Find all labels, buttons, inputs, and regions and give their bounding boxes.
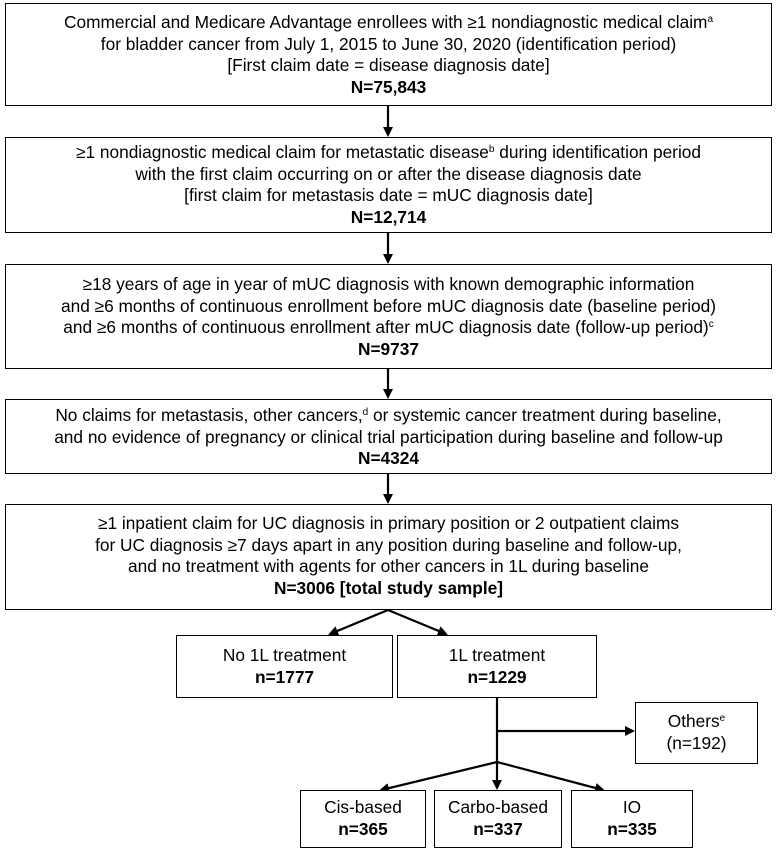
identification-line-3: [First claim date = disease diagnosis da… (227, 55, 550, 76)
identification-count: N=75,843 (350, 76, 427, 97)
io-box: IO n=335 (571, 790, 693, 848)
no-1l-treatment-box: No 1L treatment n=1777 (176, 635, 393, 698)
io-count: n=335 (607, 818, 657, 839)
enrollment-count: N=9737 (357, 338, 420, 359)
uc-diagnosis-line-2: for UC diagnosis ≥7 days apart in any po… (95, 534, 682, 555)
metastatic-line-2: with the first claim occurring on or aft… (135, 163, 642, 184)
uc-diagnosis-box: ≥1 inpatient claim for UC diagnosis in p… (5, 504, 772, 610)
cis-label: Cis-based (324, 797, 402, 817)
no-1l-label: No 1L treatment (222, 645, 347, 665)
exclusions-count: N=4324 (357, 448, 420, 469)
others-label: Otherse (667, 711, 726, 731)
cis-based-box: Cis-based n=365 (300, 790, 426, 848)
cis-count: n=365 (338, 818, 388, 839)
metastatic-box: ≥1 nondiagnostic medical claim for metas… (5, 137, 772, 233)
identification-box: Commercial and Medicare Advantage enroll… (5, 3, 772, 106)
enrollment-line-3: and ≥6 months of continuous enrollment a… (63, 317, 714, 338)
carbo-based-box: Carbo-based n=337 (434, 790, 562, 848)
1l-label: 1L treatment (448, 645, 546, 665)
arrow-io (496, 760, 605, 793)
metastatic-count: N=12,714 (350, 206, 427, 227)
arrow-5-right (387, 608, 448, 636)
metastatic-line-1: ≥1 nondiagnostic medical claim for metas… (75, 142, 702, 162)
exclusions-box: No claims for metastasis, other cancers,… (5, 399, 772, 474)
arrow-cis (379, 760, 498, 793)
uc-diagnosis-line-1: ≥1 inpatient claim for UC diagnosis in p… (98, 513, 679, 533)
identification-line-2: for bladder cancer from July 1, 2015 to … (100, 33, 677, 54)
enrollment-line-2: and ≥6 months of continuous enrollment b… (60, 295, 717, 316)
uc-diagnosis-count: N=3006 [total study sample] (273, 577, 504, 598)
exclusions-line-2: and no evidence of pregnancy or clinical… (54, 426, 723, 447)
no-1l-count: n=1777 (254, 666, 315, 687)
carbo-count: n=337 (473, 818, 523, 839)
1l-count: n=1229 (467, 666, 527, 687)
1l-treatment-box: 1L treatment n=1229 (397, 635, 597, 698)
enrollment-box: ≥18 years of age in year of mUC diagnosi… (5, 264, 772, 369)
others-count: (n=192) (666, 732, 727, 753)
uc-diagnosis-line-3: and no treatment with agents for other c… (128, 556, 649, 577)
identification-line-1: Commercial and Medicare Advantage enroll… (63, 12, 714, 32)
arrow-5-left (328, 608, 389, 636)
others-box: Otherse (n=192) (635, 702, 758, 764)
carbo-label: Carbo-based (448, 797, 548, 817)
metastatic-line-3: [first claim for metastasis date = mUC d… (184, 185, 593, 206)
enrollment-line-1: ≥18 years of age in year of mUC diagnosi… (82, 274, 695, 294)
io-label: IO (622, 797, 642, 817)
exclusions-line-1: No claims for metastasis, other cancers,… (55, 405, 722, 425)
